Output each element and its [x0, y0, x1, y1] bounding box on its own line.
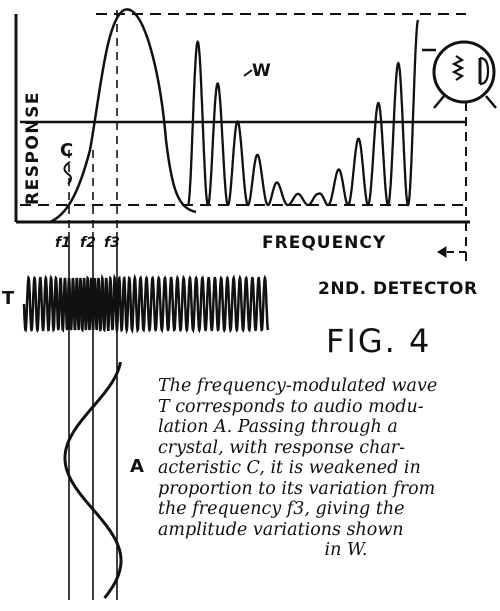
audio-modulation-a: [63, 361, 123, 599]
modulated-wave-w: [187, 19, 420, 207]
caption-line: lation A. Passing through a: [158, 417, 398, 437]
caption-line: amplitude variations shown: [158, 519, 404, 540]
caption-line: proportion to its variation from: [158, 478, 436, 499]
dashed-reference-lines: [20, 13, 466, 206]
wave-t-label: T: [2, 288, 15, 309]
chart-axes: [14, 14, 470, 224]
f1-label: f1: [55, 235, 71, 251]
audio-guide-lines: [68, 232, 118, 600]
figure-number: FIG. 4: [326, 322, 431, 360]
detector-label: 2ND. DETECTOR: [318, 279, 478, 299]
f3-label: f3: [104, 235, 120, 251]
caption-line: in W.: [324, 540, 368, 560]
wave-w-pointer: [243, 69, 253, 77]
frequency-marker-lines: [68, 10, 118, 232]
f2-label: f2: [80, 235, 96, 251]
curve-c-label: C: [60, 140, 73, 161]
frequency-axis-label: FREQUENCY: [262, 233, 386, 253]
caption-line: crystal, with response char-: [158, 437, 406, 458]
caption-line: The frequency-modulated wave: [158, 376, 438, 396]
wave-w-label: W: [252, 61, 271, 81]
audio-a-label: A: [130, 456, 144, 477]
crystal-response-curve-c: [49, 8, 197, 224]
fm-wave-t: [22, 273, 270, 335]
curve-c-pointer: [63, 161, 72, 185]
caption-line: acteristic C, it is weakened in: [158, 458, 421, 478]
caption-line: the frequency f3, giving the: [158, 499, 405, 519]
response-axis-label: RESPONSE: [23, 91, 43, 205]
vacuum-tube-icon: [422, 40, 497, 266]
caption-line: T corresponds to audio modu-: [158, 396, 424, 417]
